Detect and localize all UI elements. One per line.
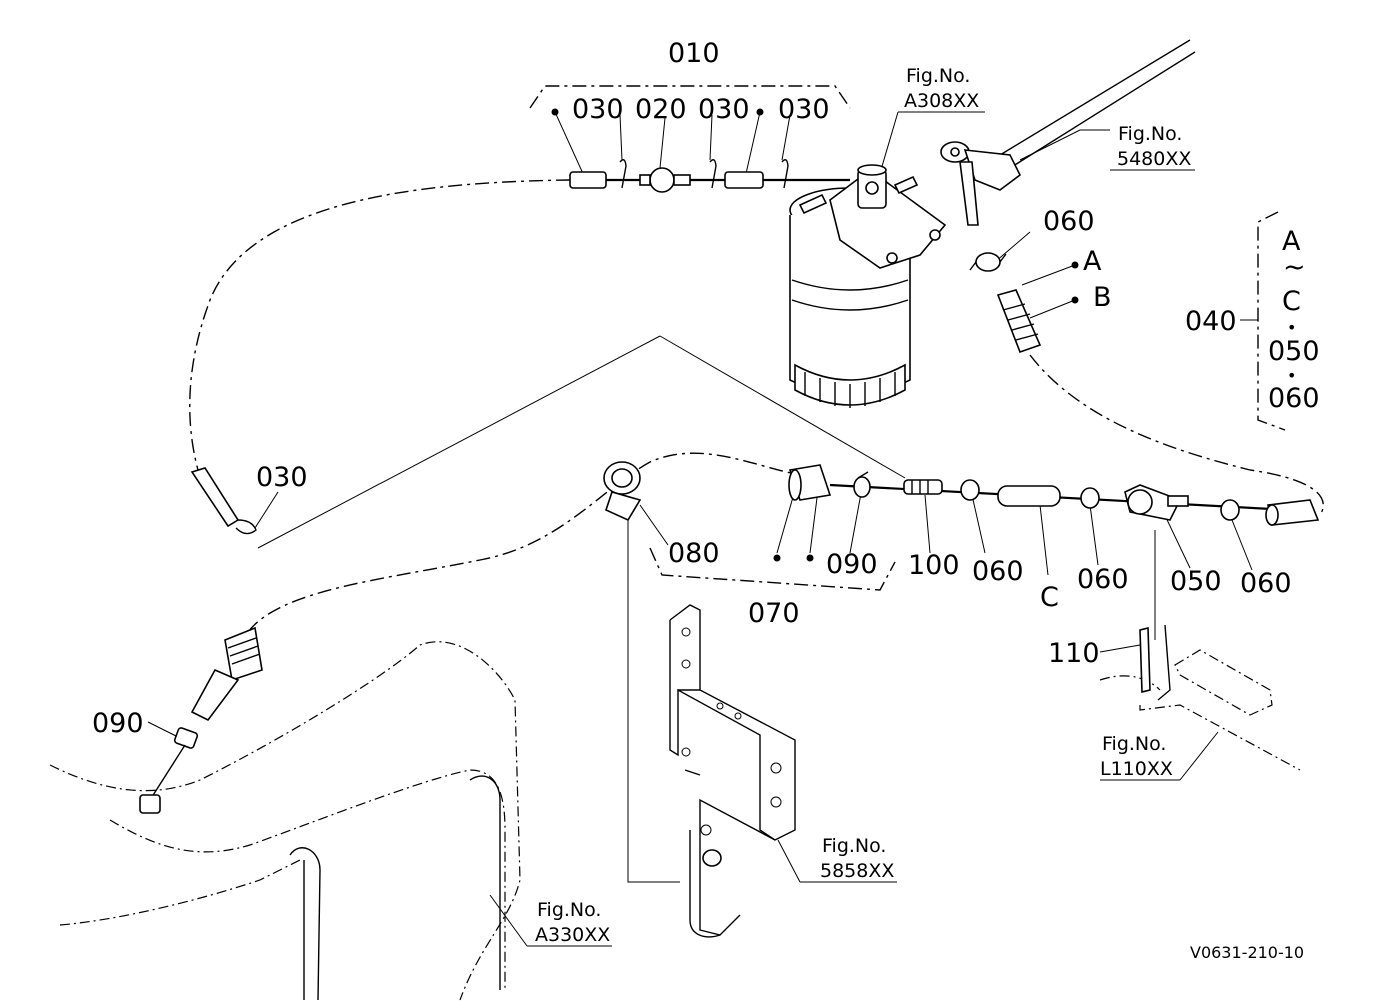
hose-pipe-c: [997, 485, 1061, 507]
svg-text:Fig.No.: Fig.No.: [906, 65, 970, 87]
svg-text:A308XX: A308XX: [904, 90, 979, 112]
kit-040-tilde: ~: [1283, 252, 1306, 283]
quick-connector-top: [996, 289, 1042, 354]
part-020: 020: [635, 94, 687, 125]
part-060: 060: [1240, 568, 1292, 599]
svg-text:A330XX: A330XX: [535, 924, 610, 946]
inline-filter-020: [649, 167, 675, 193]
valve-mount-bracket: [1099, 624, 1301, 771]
part-070: 070: [748, 598, 800, 629]
quick-connector-070: [788, 464, 832, 501]
leader-lines: [147, 111, 1258, 883]
letter-c: C: [1040, 582, 1059, 613]
fuel-hose-upper-loop: [189, 179, 571, 471]
hose-clip-icon: [619, 159, 789, 189]
inline-filter-stub-r: [673, 174, 691, 186]
kit-040-060: 060: [1268, 383, 1320, 414]
svg-text:L110XX: L110XX: [1100, 758, 1173, 780]
mounting-bracket: [669, 604, 796, 938]
part-030: 030: [778, 94, 830, 125]
callout-dots: [551, 108, 1079, 562]
return-fitting: [940, 39, 1196, 226]
hose-sleeve-right: [724, 171, 764, 189]
kit-040-c: C: [1282, 286, 1301, 317]
fuel-sender-hose: [139, 626, 263, 814]
svg-text:Fig.No.: Fig.No.: [1118, 123, 1182, 145]
part-050: 050: [1170, 566, 1222, 597]
part-090: 090: [826, 549, 878, 580]
bracket-010: [529, 85, 851, 109]
hose-clamp-060-b: [1080, 487, 1100, 509]
figref-a308xx: Fig.No. A308XX: [898, 65, 985, 113]
fuel-hose-lower-run: [247, 452, 801, 633]
part-100: 100: [908, 550, 960, 581]
drawing-code: V0631-210-10: [1190, 943, 1304, 962]
part-060: 060: [1043, 206, 1095, 237]
kit-040-a: A: [1282, 226, 1301, 257]
figref-l110xx: Fig.No. L110XX: [1100, 733, 1173, 780]
bracket-070: [649, 547, 896, 591]
part-030: 030: [256, 462, 308, 493]
svg-text:Fig.No.: Fig.No.: [537, 899, 601, 921]
kit-040-dot: •: [1287, 366, 1296, 385]
kit-040-dot: •: [1287, 318, 1296, 337]
hose-clamp-060-a: [960, 479, 980, 501]
svg-text:5858XX: 5858XX: [820, 860, 894, 882]
bracket-040: [1257, 211, 1286, 431]
hose-clip-030: [235, 519, 257, 535]
kit-040-050: 050: [1268, 336, 1320, 367]
fuel-tank-outline: [49, 641, 521, 1001]
check-valve-050: [1124, 484, 1189, 521]
part-060: 060: [972, 556, 1024, 587]
hose-sleeve-left: [569, 171, 607, 189]
part-090: 090: [92, 708, 144, 739]
part-080: 080: [668, 538, 720, 569]
part-060: 060: [1077, 564, 1129, 595]
figref-5480xx: Fig.No. 5480XX: [1110, 123, 1195, 171]
hose-clamp-060-c: [1220, 499, 1240, 521]
inline-filter-stub-l: [639, 174, 651, 186]
part-040: 040: [1185, 306, 1237, 337]
figref-a330xx: Fig.No. A330XX: [489, 894, 612, 947]
letter-a: A: [1083, 246, 1102, 277]
fuel-filter-assembly: [789, 164, 947, 408]
svg-text:5480XX: 5480XX: [1117, 148, 1191, 170]
letter-b: B: [1093, 282, 1112, 313]
part-030: 030: [572, 94, 624, 125]
hose-holder-080: [603, 461, 642, 522]
hose-clamp-060-top: [969, 252, 1007, 272]
part-030: 030: [698, 94, 750, 125]
quick-connector-right: [1265, 499, 1320, 526]
hose-clamp-090: [853, 471, 871, 498]
fuel-hose-return: [1029, 354, 1324, 516]
svg-text:Fig.No.: Fig.No.: [1102, 733, 1166, 755]
svg-text:Fig.No.: Fig.No.: [822, 835, 886, 857]
part-010: 010: [668, 38, 720, 69]
part-110: 110: [1048, 638, 1100, 669]
hose-joint-100: [903, 479, 943, 495]
hose-end-left: [190, 467, 240, 528]
figref-5858xx: Fig.No. 5858XX: [777, 835, 897, 883]
